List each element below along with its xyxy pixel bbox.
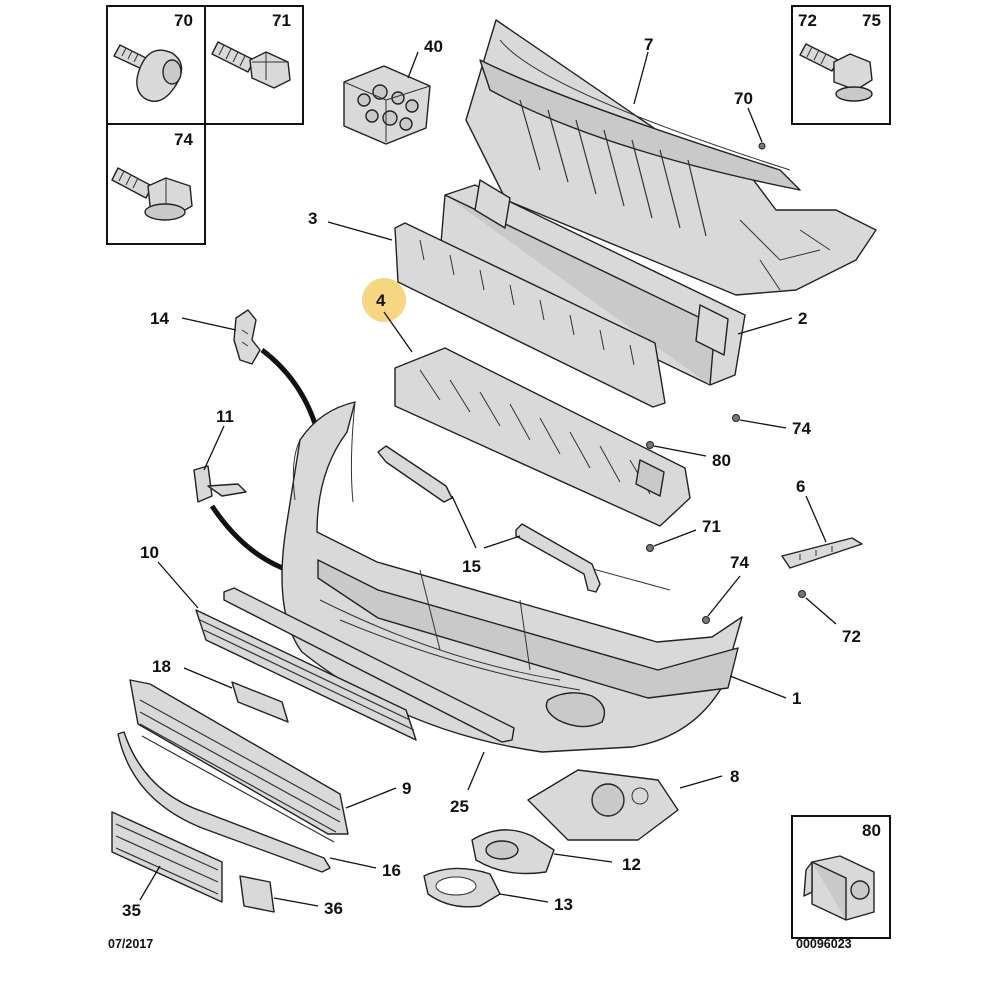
callout-9: 9 — [402, 779, 411, 798]
callout-40: 40 — [424, 37, 443, 56]
part-25-trim-strip — [223, 587, 515, 743]
callout-16: 16 — [382, 861, 401, 880]
date-code: 07/2017 — [108, 937, 153, 951]
part-12-fog-lamp — [471, 829, 555, 875]
callout-36: 36 — [324, 899, 343, 918]
inset-label-80: 80 — [862, 821, 881, 840]
inset-fasteners-top-left: 70 71 74 — [106, 5, 304, 245]
callout-71: 71 — [702, 517, 721, 536]
inset-label-72: 72 — [798, 11, 817, 30]
part-8-fog-bracket — [527, 769, 679, 841]
inset-fasteners-top-right: 72 75 — [791, 5, 891, 125]
bolt-71-icon — [211, 41, 291, 89]
callout-74-upper: 74 — [792, 419, 811, 438]
callout-35: 35 — [122, 901, 141, 920]
callout-10: 10 — [140, 543, 159, 562]
fastener-80-dot — [646, 441, 654, 449]
part-40-clip-kit — [343, 65, 431, 145]
reference-number: 00096023 — [796, 937, 852, 951]
clip-nut-80-icon — [803, 855, 875, 921]
callout-80: 80 — [712, 451, 731, 470]
callout-3: 3 — [308, 209, 317, 228]
part-6-side-bracket — [781, 537, 863, 569]
callout-14: 14 — [150, 309, 169, 328]
part-36-cover — [239, 875, 275, 913]
part-1-bumper-cover — [281, 401, 743, 753]
inset-label-75: 75 — [862, 11, 881, 30]
callout-74-lower: 74 — [730, 553, 749, 572]
part-3-absorber — [394, 222, 666, 408]
bolt-70-icon — [113, 44, 183, 102]
callout-72: 72 — [842, 627, 861, 646]
callout-15: 15 — [462, 557, 481, 576]
part-2-reinforcement-beam — [439, 179, 746, 386]
bolt-72-75-icon — [799, 43, 873, 102]
callout-11: 11 — [216, 407, 234, 426]
callout-70: 70 — [734, 89, 753, 108]
inset-clip-nut: 80 — [791, 815, 891, 939]
part-10-upper-grille — [195, 609, 417, 741]
callout-1: 1 — [792, 689, 801, 708]
inset-label-70: 70 — [174, 11, 193, 30]
inset-label-71: 71 — [272, 11, 291, 30]
fastener-72-dot — [798, 590, 806, 598]
callout-2: 2 — [798, 309, 807, 328]
leader-lines — [139, 51, 837, 907]
fastener-74-dot-upper — [732, 414, 740, 422]
callout-labels: 40 7 70 3 4 2 14 74 11 80 6 71 15 10 74 … — [122, 35, 861, 920]
callout-18: 18 — [152, 657, 171, 676]
part-11-bracket — [193, 465, 247, 503]
part-13-fog-surround — [423, 867, 501, 908]
callout-13: 13 — [554, 895, 573, 914]
fastener-71-dot — [646, 544, 654, 552]
part-4-lower-deflector — [394, 347, 691, 527]
callout-25: 25 — [450, 797, 469, 816]
connection-curve-14 — [260, 348, 320, 431]
callout-4: 4 — [376, 291, 386, 310]
fastener-74-dot-lower — [702, 616, 710, 624]
part-35-side-grille — [111, 811, 223, 903]
callout-8: 8 — [730, 767, 739, 786]
part-16-chrome-strip — [117, 731, 331, 873]
part-7-upper-frame — [465, 19, 877, 296]
part-14-bracket — [233, 309, 261, 365]
highlight-callout-4 — [362, 278, 406, 322]
part-15-brackets — [377, 445, 601, 593]
callout-12: 12 — [622, 855, 641, 874]
callout-7: 7 — [644, 35, 653, 54]
fastener-70-dot — [758, 142, 766, 150]
bolt-74-icon — [111, 167, 193, 221]
part-9-lower-grille — [129, 679, 349, 843]
part-18-emblem — [231, 681, 289, 723]
inset-label-74: 74 — [174, 130, 193, 149]
callout-6: 6 — [796, 477, 805, 496]
